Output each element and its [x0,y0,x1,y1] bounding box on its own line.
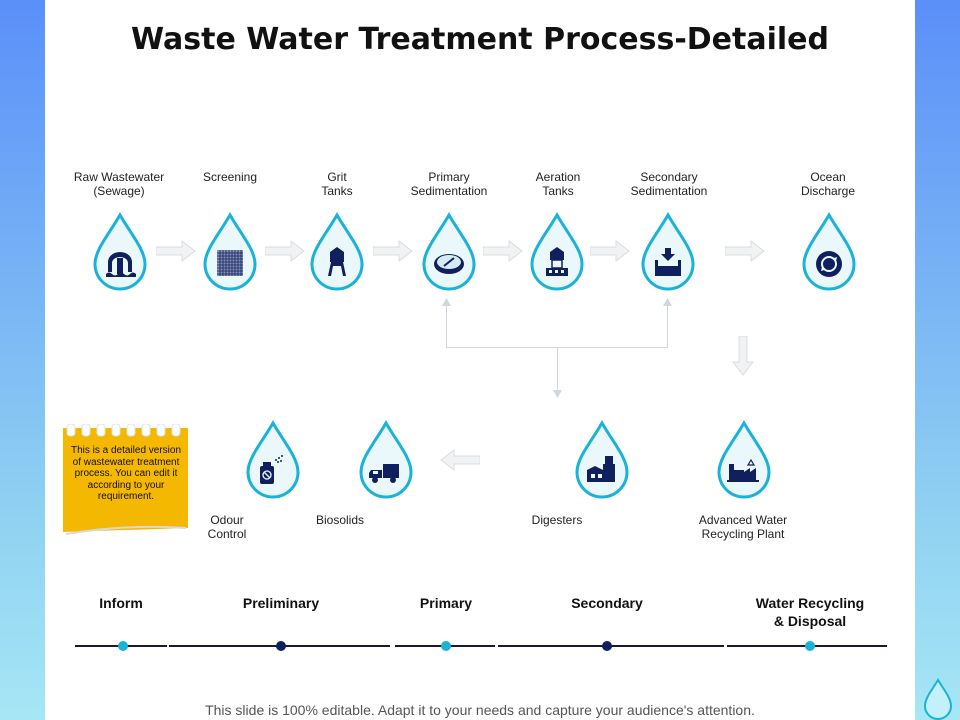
connector-line [667,304,668,348]
connector-line [446,304,447,348]
arrow-right-icon [265,240,305,262]
arrow-up-icon [663,298,672,306]
drop-digesters [575,420,629,499]
spray-can-icon [260,455,283,484]
connector-line [557,347,558,391]
step-label-biosolids: Biosolids [315,513,365,527]
step-label-raw-wastewater: Raw Wastewater (Sewage) [73,170,165,198]
arrow-right-icon [590,240,630,262]
factory-icon [587,456,615,482]
step-label-primary-sedimentation: Primary Sedimentation [410,170,488,198]
sticky-note [63,424,188,538]
arrow-right-icon [483,240,523,262]
phase-label-inform: Inform [99,595,143,611]
arrow-right-icon [156,240,196,262]
arrow-down-icon [732,336,754,376]
phase-label-primary: Primary [419,595,473,611]
drop-advanced-water-recycling [717,420,771,499]
drop-screening [203,212,257,291]
arrow-left-icon [440,449,480,471]
page-title: Waste Water Treatment Process-Detailed [131,22,829,57]
arrow-right-icon [725,240,765,262]
drop-biosolids [359,420,413,499]
cycle-icon [816,251,842,277]
timeline-dot-water-recycling [805,641,815,651]
timeline-dot-inform [118,641,128,651]
drop-grit-tanks [310,212,364,291]
arrow-up-icon [442,298,451,306]
step-label-screening: Screening [202,170,258,184]
arrow-down-small-icon [553,390,562,398]
arrow-right-icon [373,240,413,262]
settling-tank-icon [655,248,681,276]
footer-text: This slide is 100% editable. Adapt it to… [205,702,755,718]
sewage-pipe-icon [106,252,136,277]
drop-raw-wastewater [93,212,147,291]
timeline-dot-secondary [602,641,612,651]
phase-label-secondary: Secondary [571,595,643,611]
water-tower-icon [328,247,346,276]
step-label-ocean-discharge: Ocean Discharge [800,170,856,198]
timeline-dot-preliminary [276,641,286,651]
recycling-plant-icon [727,458,759,482]
step-label-odour-control: Odour Control [207,513,247,541]
phase-label-water-recycling: Water Recycling & Disposal [755,595,865,629]
sedimentation-dial-icon [434,254,464,274]
drop-ocean-discharge [802,212,856,291]
aeration-tower-icon [546,247,568,276]
drop-odour-control [246,420,300,499]
step-label-grit-tanks: Grit Tanks [321,170,353,198]
screen-mesh-icon [217,250,243,276]
drop-secondary-sedimentation [641,212,695,291]
step-label-secondary-sedimentation: Secondary Sedimentation [630,170,708,198]
step-label-advanced-water-recycling: Advanced Water Recycling Plant [698,513,788,541]
timeline-dot-primary [441,641,451,651]
step-label-digesters: Digesters [531,513,583,527]
note-text: This is a detailed version of wastewater… [70,445,182,502]
step-label-aeration-tanks: Aeration Tanks [535,170,581,198]
drop-primary-sedimentation [422,212,476,291]
truck-icon [369,464,399,483]
drop-aeration-tanks [530,212,584,291]
phase-label-preliminary: Preliminary [242,595,320,611]
slide: Waste Water Treatment Process-Detailed R… [45,0,915,720]
water-drop-icon [923,678,953,720]
